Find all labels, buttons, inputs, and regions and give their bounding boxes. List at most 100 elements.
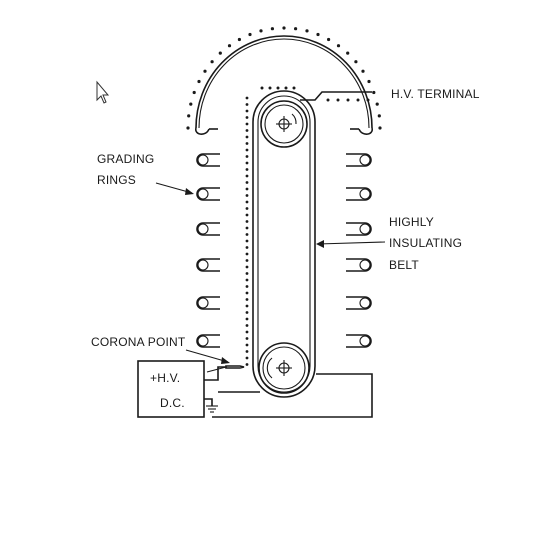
charge-dot — [292, 86, 296, 90]
charge-dot — [245, 343, 249, 347]
charge-dot — [186, 126, 190, 130]
charge-dot — [245, 337, 249, 340]
charge-dot — [294, 27, 298, 31]
supply-label-line2: D.C. — [160, 396, 185, 410]
supply-label-line1: +H.V. — [150, 371, 180, 385]
hv-terminal-dome — [195, 35, 373, 135]
charge-dot — [245, 155, 249, 158]
top-pulley — [260, 100, 308, 148]
grading-ring — [196, 222, 220, 236]
charge-dot — [372, 90, 376, 95]
charge-dot — [268, 86, 272, 90]
charge-dot — [245, 317, 249, 321]
grading-ring — [346, 153, 372, 167]
belt-arrow — [316, 240, 386, 248]
grading-ring — [196, 334, 220, 348]
charge-dot — [245, 213, 249, 217]
charge-dot — [284, 86, 288, 90]
grading-ring — [346, 222, 372, 236]
charge-dot — [245, 291, 249, 295]
charge-dot — [336, 98, 340, 102]
charge-dot — [192, 90, 196, 95]
charge-dot — [270, 27, 274, 31]
charge-dot — [245, 311, 249, 314]
charge-dot — [245, 122, 249, 126]
charge-dot — [326, 98, 330, 102]
charge-dot — [237, 37, 241, 42]
charge-dot — [245, 148, 249, 152]
charge-dot — [245, 142, 249, 145]
charge-dot — [366, 98, 370, 102]
charge-dot — [378, 126, 382, 130]
charge-dot — [336, 44, 341, 48]
charge-dot — [245, 96, 249, 100]
charge-dot — [245, 226, 249, 230]
charge-dot — [316, 32, 320, 37]
charge-dot — [245, 324, 249, 327]
corona-arrow — [185, 349, 230, 364]
charge-dot — [245, 363, 249, 366]
charge-dot — [356, 98, 360, 102]
grading-rings-right — [346, 153, 372, 348]
belt-label-line3: BELT — [389, 258, 419, 272]
charge-dot — [245, 161, 249, 165]
charge-dot — [245, 200, 249, 204]
terminal-belt-connector — [300, 91, 372, 101]
grading-ring — [196, 153, 220, 167]
charge-dot — [245, 129, 249, 132]
belt-label-line1: HIGHLY — [389, 215, 434, 229]
charge-dot — [245, 187, 249, 191]
charge-dot — [245, 239, 249, 243]
terminal-charge-dots — [186, 26, 382, 130]
charge-dot — [245, 272, 249, 275]
bottom-pulley — [258, 342, 310, 394]
charge-dot — [375, 102, 379, 106]
charge-dot — [245, 168, 249, 171]
charge-dot — [248, 32, 252, 37]
charge-dot — [327, 37, 331, 42]
charge-dot — [203, 69, 207, 73]
charge-dot — [245, 174, 249, 178]
charge-dot — [245, 103, 249, 106]
grading-ring — [346, 296, 372, 310]
charge-dot — [245, 330, 249, 334]
grading-rings-label-line1: GRADING — [97, 152, 154, 166]
charge-dot — [245, 109, 249, 113]
grading-rings-label-line2: RINGS — [97, 173, 136, 187]
grading-rings-arrow — [155, 182, 194, 195]
charge-dot — [245, 350, 249, 353]
charge-dot — [227, 44, 232, 48]
charge-dot — [305, 29, 309, 33]
hv-terminal-label: H.V. TERMINAL — [391, 87, 480, 101]
charge-dot — [197, 79, 201, 84]
grading-ring — [346, 334, 372, 348]
charge-dot — [245, 207, 249, 210]
charge-dot — [245, 233, 249, 236]
belt-charge-dots — [245, 96, 249, 366]
hv-dc-supply — [137, 360, 373, 418]
charge-dot — [354, 60, 358, 64]
charge-dot — [245, 252, 249, 256]
grading-ring — [346, 187, 372, 201]
charge-dot — [245, 181, 249, 184]
charge-dot — [187, 114, 191, 118]
charge-dot — [245, 278, 249, 282]
charge-dot — [282, 26, 286, 30]
belt-label-line2: INSULATING — [389, 236, 462, 250]
charge-dot — [245, 135, 249, 139]
charge-dot — [245, 298, 249, 301]
grading-ring — [196, 187, 220, 201]
charge-dot — [259, 29, 263, 33]
charge-dot — [245, 194, 249, 197]
grading-rings-left — [196, 153, 220, 348]
charge-dot — [245, 259, 249, 262]
mouse-pointer-icon — [96, 80, 110, 104]
insulating-belt — [252, 90, 316, 398]
charge-dot — [367, 79, 371, 84]
grading-ring — [196, 258, 220, 272]
charge-dot — [245, 265, 249, 269]
charge-dot — [346, 51, 350, 55]
charge-dot — [377, 114, 381, 118]
